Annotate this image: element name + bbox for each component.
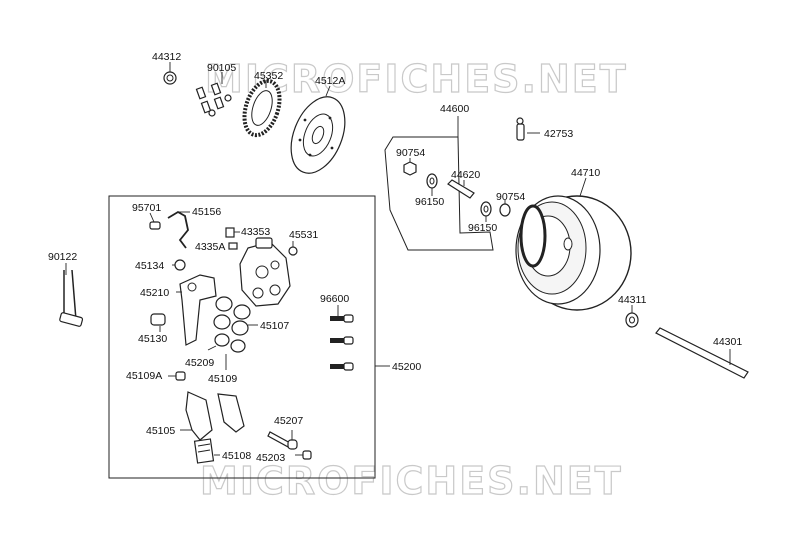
valve-42753	[516, 117, 540, 141]
label-45210: 45210	[140, 287, 169, 299]
collar-44311	[625, 305, 639, 328]
label-45203: 45203	[256, 452, 285, 464]
bleed-screw-43353	[225, 227, 240, 238]
label-45109: 45109	[208, 373, 237, 385]
label-45134: 45134	[135, 260, 164, 272]
clip-45109A	[168, 371, 186, 381]
label-45200: 45200	[392, 361, 421, 373]
label-45108: 45108	[222, 450, 251, 462]
seal-45134	[172, 259, 186, 271]
bracket-45210	[176, 274, 217, 346]
label-45207: 45207	[274, 415, 303, 427]
label-90754-b: 90754	[496, 191, 525, 203]
label-45156: 45156	[192, 206, 221, 218]
label-44312: 44312	[152, 51, 181, 63]
bolts-90105	[195, 72, 232, 117]
watermark-bottom: MICROFICHES.NET	[200, 459, 623, 503]
leader-45209	[207, 345, 217, 351]
plug-45203	[295, 450, 312, 460]
label-4512A: 4512A	[315, 75, 345, 87]
label-45107: 45107	[260, 320, 289, 332]
rear-wheel-44710	[515, 177, 632, 311]
pin-45207	[267, 430, 298, 450]
label-45352: 45352	[254, 70, 283, 82]
sprocket-45352	[242, 78, 282, 138]
spring-45156	[167, 210, 190, 249]
label-44301: 44301	[713, 336, 742, 348]
label-42753: 42753	[544, 128, 573, 140]
nut-90754-a	[403, 158, 417, 176]
label-45109A: 45109A	[126, 370, 162, 382]
bolt-90122	[59, 263, 84, 327]
label-95701: 95701	[132, 202, 161, 214]
axle-44301	[655, 327, 749, 379]
label-43353: 43353	[241, 226, 270, 238]
bearing-96150-b	[480, 201, 492, 222]
label-44620: 44620	[451, 169, 480, 181]
label-45531: 45531	[289, 229, 318, 241]
label-96150-a: 96150	[415, 196, 444, 208]
bearing-96150-a	[426, 173, 438, 196]
label-90122: 90122	[48, 251, 77, 263]
collar-44312	[163, 62, 177, 85]
wheel-kit-frame	[384, 136, 494, 251]
brake-disc-4512A	[290, 85, 346, 174]
seal-45531	[288, 241, 298, 256]
caliper-body	[239, 237, 291, 307]
bolt-95701	[149, 212, 161, 230]
pistons-45107	[213, 296, 258, 336]
label-90105: 90105	[207, 62, 236, 74]
label-44311: 44311	[618, 294, 647, 306]
label-96600: 96600	[320, 293, 349, 305]
label-45105: 45105	[146, 425, 175, 437]
label-4335A: 4335A	[195, 241, 225, 253]
label-45209: 45209	[185, 357, 214, 369]
label-45130: 45130	[138, 333, 167, 345]
label-44600: 44600	[440, 103, 469, 115]
bolts-96600	[330, 305, 354, 371]
sleeve-45130	[150, 313, 166, 332]
nut-90754-b	[499, 200, 511, 217]
spacer-44620	[447, 179, 475, 199]
brake-pads-45105	[180, 391, 245, 441]
shims-45108	[193, 438, 220, 464]
label-44710: 44710	[571, 167, 600, 179]
label-90754-a: 90754	[396, 147, 425, 159]
caliper-assembly-frame	[108, 195, 376, 479]
label-96150-b: 96150	[468, 222, 497, 234]
cap-4335A	[228, 242, 238, 250]
seals-45109	[214, 333, 246, 370]
